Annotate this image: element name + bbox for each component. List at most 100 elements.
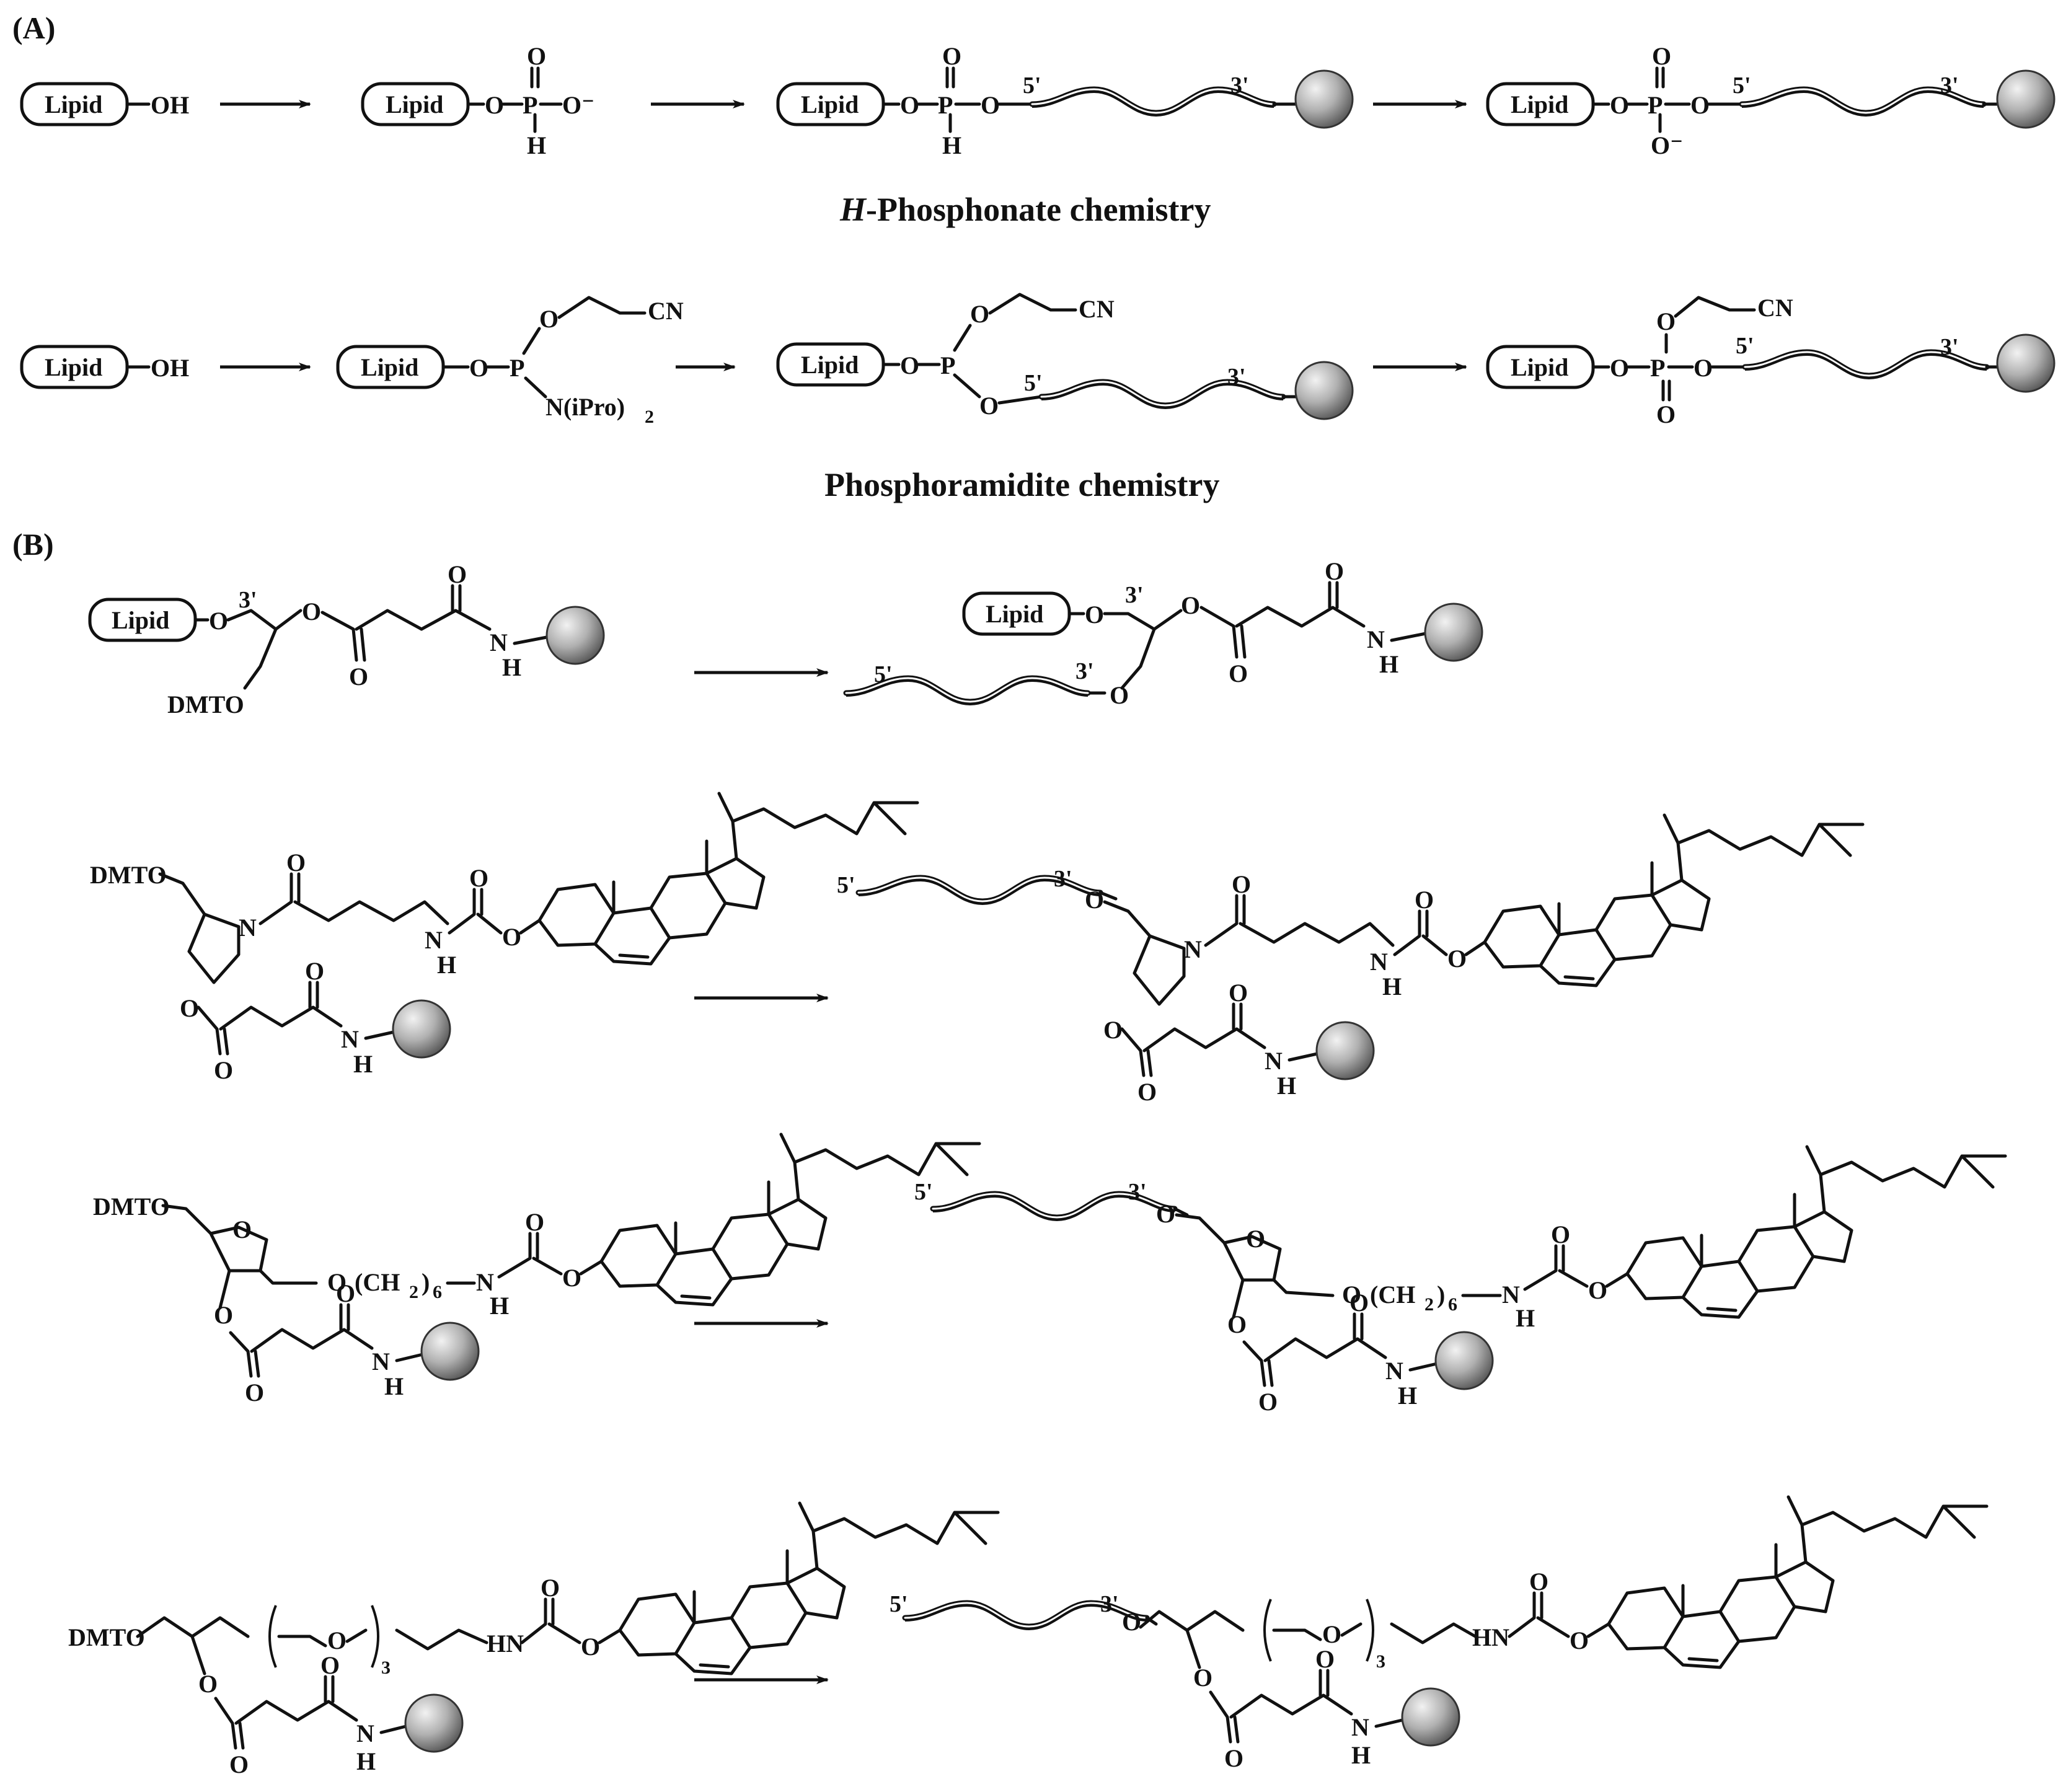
svg-text:5': 5' [1023,73,1041,99]
svg-text:O: O [1103,1016,1123,1044]
svg-text:H: H [502,653,521,681]
svg-text:5': 5' [1024,370,1043,396]
svg-text:O: O [981,91,1000,119]
svg-text:H: H [353,1050,373,1078]
svg-text:N: N [1184,935,1202,963]
svg-text:O: O [502,923,521,951]
caption-h-phosphonate: H-Phosphonate chemistry [839,191,1211,228]
svg-text:O: O [1110,681,1129,709]
svg-text:5': 5' [1733,73,1751,99]
svg-text:O: O [1122,1608,1141,1636]
svg-text:CN: CN [1079,295,1115,323]
svg-text:O: O [469,864,488,892]
svg-text:O: O [232,1216,252,1243]
svg-text:N: N [1502,1281,1520,1309]
svg-text:O: O [581,1633,600,1661]
svg-text:O: O [180,994,199,1022]
svg-text:Lipid: Lipid [1511,90,1568,118]
svg-text:H: H [1382,973,1402,1000]
lipid-label: Lipid [45,90,102,118]
panel-label-b: (B) [12,527,54,562]
svg-text:N: N [476,1268,494,1296]
svg-text:): ) [422,1268,430,1296]
svg-text:H: H [527,131,546,159]
svg-text:O: O [562,1264,581,1292]
svg-text:O: O [1322,1620,1341,1648]
svg-text:CN: CN [1757,294,1793,322]
svg-text:O: O [214,1301,233,1329]
h-phosphonate-row: Lipid OH Lipid O P O O⁻ H Lipid O P O O … [22,42,2056,159]
svg-text:O: O [979,392,999,420]
svg-text:H: H [384,1372,404,1400]
svg-text:H: H [1516,1304,1535,1332]
svg-text:(CH: (CH [1370,1281,1415,1309]
svg-text:OH: OH [151,354,189,382]
svg-text:O: O [1325,557,1344,585]
svg-text:5': 5' [1736,333,1754,359]
svg-text:H: H [1277,1072,1296,1100]
svg-text:O: O [305,957,324,985]
svg-text:O: O [302,598,321,625]
b-row-prolinol: DMTO N O N H O O O O O N H 5' 3' O N O [90,793,1863,1106]
svg-text:3': 3' [1227,364,1246,390]
svg-text:H: H [1351,1741,1371,1769]
svg-text:O: O [1342,1281,1361,1309]
svg-text:O: O [209,607,228,635]
svg-text:N(iPro): N(iPro) [545,393,625,421]
svg-text:O: O [1156,1200,1175,1228]
svg-text:O: O [1085,886,1104,914]
svg-text:O: O [900,351,919,379]
svg-text:2: 2 [409,1282,418,1302]
svg-text:5': 5' [874,661,893,687]
svg-text:O: O [1349,1289,1369,1317]
svg-text:O: O [1529,1568,1548,1596]
svg-text:HN: HN [487,1630,524,1657]
svg-text:P: P [1650,354,1665,382]
svg-text:3': 3' [1940,334,1959,360]
panel-label-a: (A) [12,11,55,45]
svg-text:5': 5' [890,1591,908,1617]
svg-text:3': 3' [1100,1591,1119,1617]
svg-text:O⁻: O⁻ [1651,131,1683,159]
svg-text:O: O [1610,354,1629,382]
svg-text:H: H [490,1292,509,1320]
svg-text:Lipid: Lipid [386,90,443,118]
svg-text:O⁻: O⁻ [562,91,594,119]
svg-text:DMTO: DMTO [68,1623,145,1651]
svg-text:O: O [1694,354,1713,382]
svg-text:3': 3' [1940,73,1959,99]
svg-text:N: N [239,914,257,942]
svg-text:2: 2 [645,407,654,427]
svg-text:6: 6 [433,1282,442,1302]
svg-text:3': 3' [1230,73,1249,99]
svg-text:O: O [245,1379,264,1406]
svg-text:O: O [1656,307,1676,335]
svg-text:O: O [327,1268,347,1296]
svg-text:3': 3' [1054,866,1072,892]
svg-text:H: H [1379,650,1398,678]
svg-text:3: 3 [381,1657,391,1678]
svg-text:Lipid: Lipid [361,353,418,381]
svg-text:N: N [341,1025,359,1053]
svg-text:P: P [510,354,524,382]
svg-text:O: O [1258,1388,1278,1416]
svg-text:O: O [469,354,488,382]
svg-text:O: O [327,1626,347,1654]
svg-text:O: O [1137,1078,1157,1106]
svg-text:O: O [1246,1225,1265,1253]
svg-text:Lipid: Lipid [801,90,859,118]
svg-text:N: N [425,926,443,954]
svg-text:3': 3' [1128,1179,1147,1205]
svg-text:N: N [1367,625,1385,653]
svg-text:O: O [1447,945,1467,973]
svg-text:O: O [286,849,306,876]
svg-text:O: O [1229,979,1248,1007]
svg-text:3': 3' [1075,658,1094,684]
phosphoramidite-row: Lipid OH Lipid O P O CN N(iPro) 2 Lipid … [22,293,2056,428]
svg-text:O: O [1232,870,1251,898]
svg-text:O: O [1588,1276,1607,1304]
svg-text:P: P [940,351,955,379]
svg-text:3': 3' [239,587,257,613]
svg-text:O: O [1224,1744,1243,1772]
